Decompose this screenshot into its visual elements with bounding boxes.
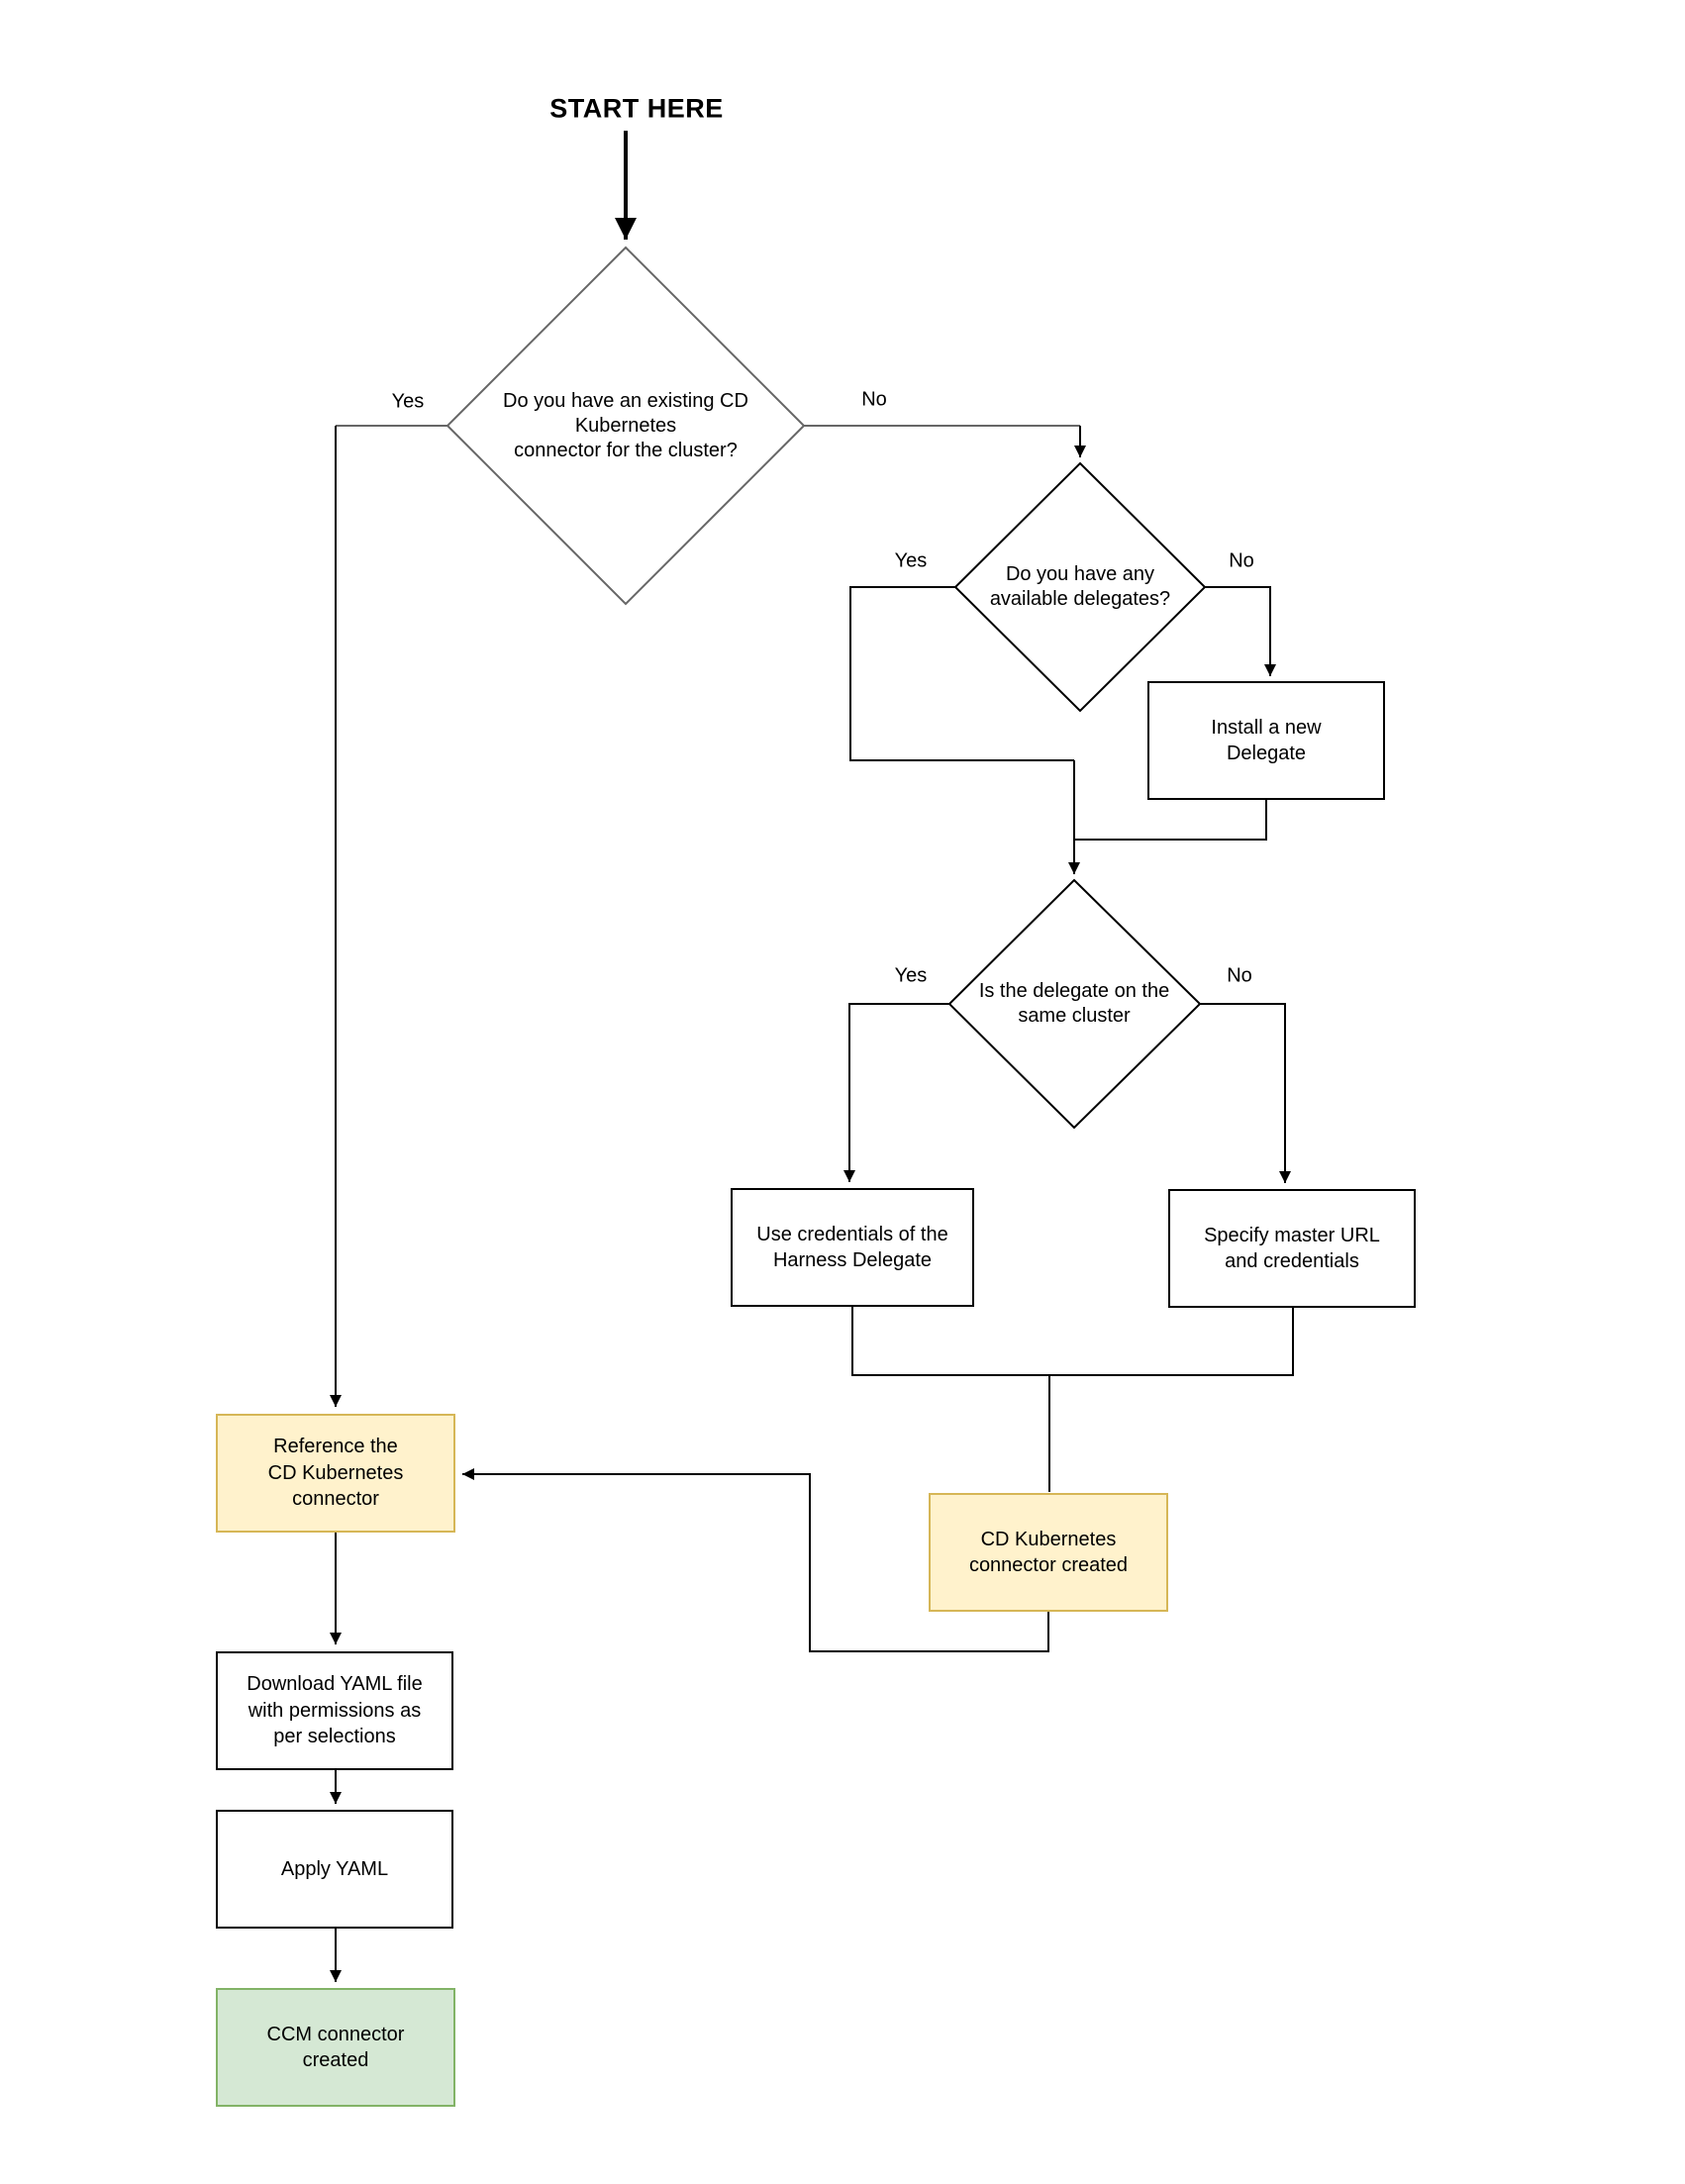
label-existing-yes: Yes [391,390,425,413]
label-existing-no: No [861,388,887,411]
edge-cd-created-to-reference [462,1468,1049,1652]
decision-available-delegates-shape [953,461,1207,713]
box-download-yaml: Download YAML file with permissions as p… [216,1651,453,1770]
decision-same-cluster-label: Is the delegate on the same cluster [978,980,1170,1027]
decision-available-delegates-label: Do you have any available delegates? [989,563,1171,610]
decision-existing-connector-label: Do you have an existing CD Kubernetes co… [503,389,748,461]
label-delegates-no: No [1229,549,1254,572]
label-same-cluster-no: No [1227,964,1252,987]
edge-delegates-no [1205,586,1276,676]
decision-existing-connector-shape [446,246,806,606]
start-here-title: START HERE [549,93,724,124]
edge-same-cluster-no [1200,1003,1291,1183]
edge-install-out [1074,800,1267,841]
edge-same-cluster-yes [843,1003,949,1182]
box-apply-yaml: Apply YAML [216,1810,453,1929]
box-reference-connector: Reference the CD Kubernetes connector [216,1414,455,1533]
box-use-delegate-credentials: Use credentials of the Harness Delegate [731,1188,974,1307]
edge-delegates-yes [849,586,1074,761]
box-ccm-connector-created: CCM connector created [216,1988,455,2107]
edge-credentials-converge [851,1307,1294,1376]
decision-same-cluster-shape [947,878,1202,1130]
box-cd-connector-created: CD Kubernetes connector created [929,1493,1168,1612]
box-specify-master-url: Specify master URL and credentials [1168,1189,1416,1308]
label-same-cluster-yes: Yes [894,964,928,987]
label-delegates-yes: Yes [894,549,928,572]
box-install-delegate: Install a new Delegate [1147,681,1385,800]
